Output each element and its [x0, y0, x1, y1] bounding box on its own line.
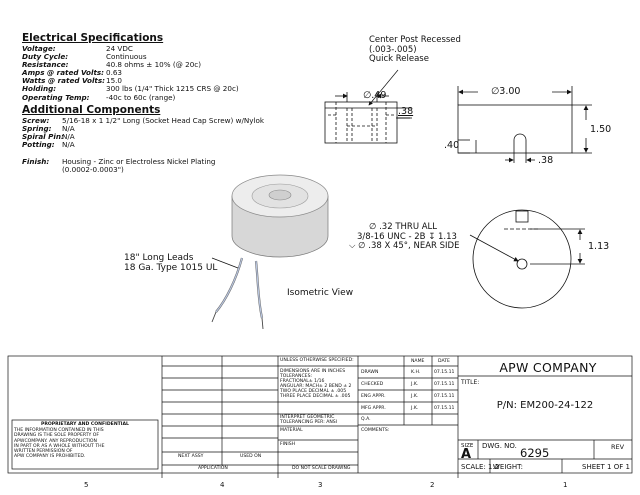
approval-role: ENG APPR.: [361, 394, 386, 399]
approval-role: CHECKED: [361, 382, 384, 387]
title-block-grid: [7, 355, 633, 478]
component-row: Potting:N/A: [22, 140, 75, 150]
proprietary-notice: PROPRIETARY AND CONFIDENTIAL THE INFORMA…: [14, 422, 129, 460]
component-row: Spring:N/A: [22, 124, 75, 134]
spec-row: Operating Temp:-40c to 60c (range): [22, 92, 176, 102]
dim-113: 1.13: [588, 241, 610, 252]
electrical-specs-heading: Electrical Specifications: [22, 32, 164, 44]
dim-038-depth: .38: [398, 106, 414, 117]
approval-date: 07.15.11: [434, 382, 455, 387]
additional-components-list: Screw:5/16-18 x 1 1/2" Long (Socket Head…: [22, 116, 322, 150]
approval-name: J.K.: [411, 382, 419, 387]
additional-components-heading: Additional Components: [22, 104, 161, 116]
zone-label: 3: [318, 481, 323, 489]
isometric-view-label: Isometric View: [287, 288, 354, 298]
size-label: SIZE: [461, 443, 474, 449]
used-on-label: USED ON: [240, 454, 262, 459]
sheet-value: SHEET 1 OF 1: [582, 463, 630, 471]
zone-label: 1: [563, 481, 568, 489]
side-view: [457, 86, 592, 163]
interpret-note: INTERPRET GEOMETRIC TOLERANCING PER: ANS…: [280, 415, 338, 426]
top-view: [469, 209, 585, 309]
dim-diameter-300: ∅3.00: [491, 86, 521, 97]
rev-label: REV: [611, 443, 625, 451]
approval-name: J.K.: [411, 394, 419, 399]
comments-label: COMMENTS:: [361, 428, 390, 433]
section-view: [324, 92, 412, 144]
finish-field-label: FINISH: [280, 442, 296, 447]
finish-spec: Finish: Housing - Zinc or Electroless Ni…: [22, 157, 322, 173]
dim-diameter-049: ∅.49: [363, 90, 387, 101]
spec-row: Amps @ rated Volts:0.63: [22, 68, 123, 78]
finish-line-1: Housing - Zinc or Electroless Nickel Pla…: [62, 157, 216, 166]
spec-row: Holding:300 lbs (1/4" Thick 1215 CRS @ 2…: [22, 84, 239, 94]
date-header: DATE: [438, 359, 450, 364]
scale-value: SCALE: 1:2: [461, 463, 500, 471]
size-value: A: [461, 447, 472, 462]
approval-name: K.H.: [411, 370, 421, 375]
drawing-number: 6295: [520, 446, 550, 460]
dim-040: .40: [444, 140, 460, 151]
approval-name: J.K.: [411, 406, 419, 411]
spec-row: Watts @ rated Volts:15.0: [22, 76, 123, 86]
electrical-specs-list: Voltage:24 VDC Duty Cycle:Continuous Res…: [22, 44, 312, 102]
name-header: NAME: [411, 359, 425, 364]
isometric-magnet: [211, 174, 329, 330]
weight-label: WEIGHT:: [493, 463, 523, 471]
dim-150-height: 1.50: [590, 124, 612, 135]
material-label: MATERIAL: [280, 428, 303, 433]
spec-row: Duty Cycle:Continuous: [22, 52, 147, 62]
zone-label: 4: [220, 481, 225, 489]
next-assy-label: NEXT ASSY: [178, 454, 204, 459]
zone-label: 2: [430, 481, 435, 489]
approval-date: 07.15.11: [434, 370, 455, 375]
qa-label: Q.A.: [361, 417, 371, 422]
hole-callout: ∅ .32 THRU ALL 3/8-16 UNC - 2B ↧ 1.13 ⌵ …: [349, 222, 460, 251]
finish-label: Finish:: [22, 157, 50, 166]
spec-row: Voltage:24 VDC: [22, 44, 133, 53]
finish-line-2: (0.0002-0.0003"): [62, 165, 124, 174]
spec-row: Resistance:40.8 ohms ± 10% (@ 20c): [22, 60, 202, 70]
component-row: Screw:5/16-18 x 1 1/2" Long (Socket Head…: [22, 116, 265, 125]
component-row: Spiral Pin:N/A: [22, 132, 75, 142]
zone-label: 5: [84, 481, 89, 489]
center-post-note: Center Post Recessed (.003-.005) Quick R…: [369, 35, 461, 64]
approval-role: MFG APPR.: [361, 406, 386, 411]
approval-date: 07.15.11: [434, 406, 455, 411]
approval-date: 07.15.11: [434, 394, 455, 399]
title-label: TITLE:: [461, 379, 480, 386]
leads-note: 18" Long Leads 18 Ga. Type 1015 UL: [124, 253, 218, 273]
application-label: APPLICATION: [198, 466, 228, 471]
company-name: APW COMPANY: [499, 360, 597, 375]
dwg-no-label: DWG. NO.: [482, 442, 517, 450]
approval-role: DRAWN: [361, 370, 379, 375]
do-not-scale-label: DO NOT SCALE DRAWING: [292, 466, 351, 471]
part-number: P/N: EM200-24-122: [496, 400, 594, 411]
dim-038-slot: .38: [538, 155, 554, 166]
